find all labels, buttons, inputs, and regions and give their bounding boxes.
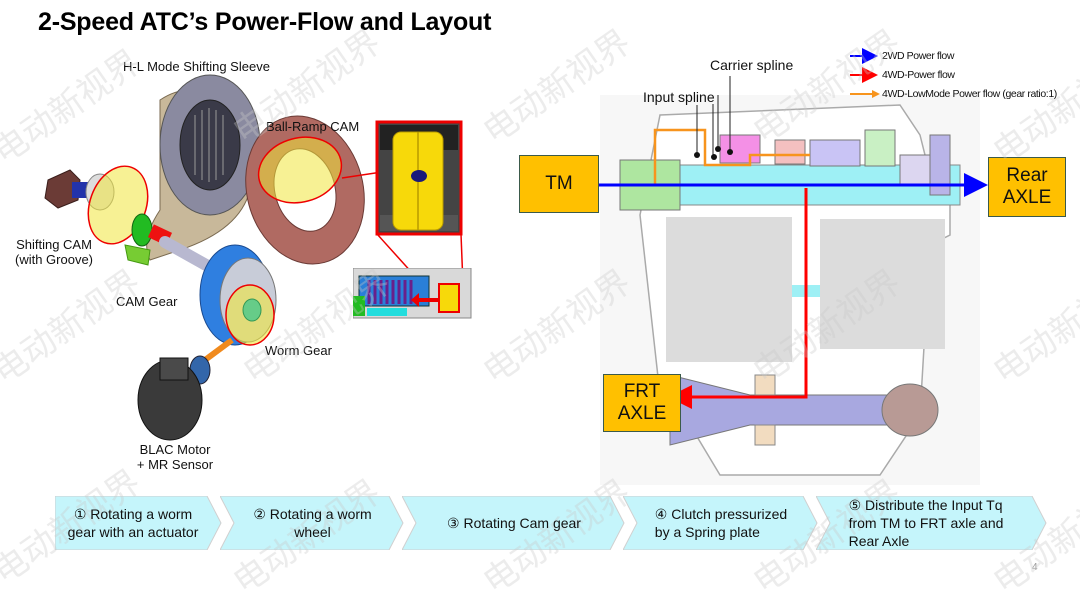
- legend-2wd-label: 2WD Power flow: [882, 50, 955, 62]
- legend-4wd-low-label: 4WD-LowMode Power flow (gear ratio:1): [882, 88, 1057, 100]
- step-5-line1: ⑤ Distribute the Input Tq: [848, 497, 1003, 513]
- actuator-illustration: [44, 74, 383, 441]
- box-frt-line2: AXLE: [617, 403, 667, 424]
- step-4-line1: ④ Clutch pressurized: [654, 506, 788, 522]
- legend-4wd: 4WD-Power flow: [882, 69, 955, 81]
- box-tm-label: TM: [545, 173, 573, 194]
- step-5-line2: from TM to FRT axle and: [848, 515, 1004, 531]
- process-steps: ① Rotating a worm gear with an actuator ②…: [55, 496, 1055, 550]
- ball-groove-inset: [375, 120, 464, 286]
- box-rear-axle: Rear AXLE: [988, 157, 1066, 217]
- step-1-line1: ① Rotating a worm: [73, 506, 193, 522]
- label-ball-ramp-cam: Ball-Ramp CAM: [266, 119, 360, 134]
- step-4: ④ Clutch pressurized by a Spring plate: [623, 496, 819, 550]
- label-shifting-cam-line1: Shifting CAM: [16, 237, 92, 252]
- mask-block-right: [820, 219, 945, 349]
- legend-2wd: 2WD Power flow: [882, 50, 954, 62]
- label-hl-sleeve: H-L Mode Shifting Sleeve: [123, 59, 270, 74]
- step-1-line2: gear with an actuator: [67, 524, 199, 540]
- step-2-line1: ② Rotating a worm: [253, 506, 372, 522]
- box-tm: TM: [519, 155, 599, 213]
- label-carrier-spline: Carrier spline: [710, 57, 794, 73]
- step-5: ⑤ Distribute the Input Tq from TM to FRT …: [816, 496, 1048, 550]
- legend-4wd-low: 4WD-LowMode Power flow (gear ratio:1): [882, 88, 1057, 100]
- box-frt-axle: FRT AXLE: [603, 374, 681, 432]
- mask-block-left: [666, 217, 792, 362]
- box-rear-line1: Rear: [1006, 165, 1048, 186]
- end-bracket: [44, 169, 81, 209]
- step-1: ① Rotating a worm gear with an actuator: [55, 496, 223, 550]
- clutch-cross-section: [353, 268, 472, 319]
- label-input-spline: Input spline: [643, 89, 715, 105]
- step-2: ② Rotating a worm wheel: [220, 496, 405, 550]
- slide-title: 2-Speed ATC’s Power-Flow and Layout: [38, 8, 492, 36]
- label-shifting-cam: Shifting CAM (with Groove): [12, 237, 96, 267]
- box-rear-line2: AXLE: [1002, 187, 1052, 208]
- label-cam-gear: CAM Gear: [116, 294, 178, 309]
- end-bearing: [72, 182, 90, 198]
- legend-4wd-label: 4WD-Power flow: [882, 69, 955, 81]
- label-blac-motor-line1: BLAC Motor: [139, 442, 211, 457]
- box-frt-line1: FRT: [623, 381, 661, 402]
- label-worm-gear: Worm Gear: [265, 343, 332, 358]
- step-5-line3: Rear Axle: [848, 533, 910, 549]
- step-4-line2: by a Spring plate: [654, 524, 760, 540]
- step-2-line2: wheel: [294, 524, 331, 540]
- page-number: 4: [1032, 562, 1038, 573]
- label-blac-motor-line2: + MR Sensor: [136, 457, 214, 472]
- label-shifting-cam-line2: (with Groove): [14, 252, 94, 267]
- step-3-line1: ③ Rotating Cam gear: [447, 515, 581, 531]
- ball-ramp-highlight: [257, 136, 343, 204]
- low-mode-flow-path: [620, 128, 810, 187]
- flow-4wd-line: [668, 188, 808, 409]
- label-blac-motor: BLAC Motor + MR Sensor: [130, 442, 220, 472]
- step-3: ③ Rotating Cam gear: [402, 496, 626, 550]
